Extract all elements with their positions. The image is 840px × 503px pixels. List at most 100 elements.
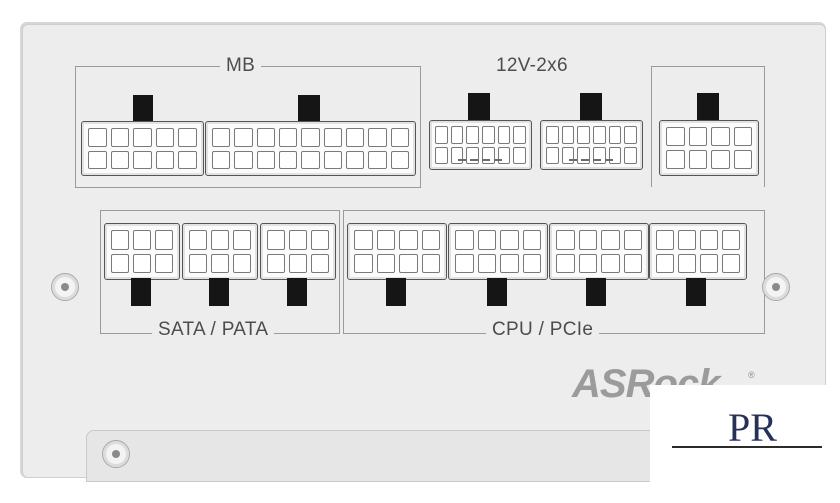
aux-8pin-connector[interactable] bbox=[659, 120, 759, 176]
sata-connector-2-latch bbox=[209, 278, 229, 306]
connector-pin bbox=[601, 230, 620, 250]
cpu-pcie-connector-4-latch bbox=[686, 278, 706, 306]
connector-pin bbox=[88, 128, 107, 147]
cpu-pcie-connector-4[interactable] bbox=[649, 223, 747, 280]
connector-pin bbox=[234, 128, 253, 147]
connector-pin bbox=[688, 150, 707, 169]
connector-pin bbox=[733, 150, 752, 169]
connector-pin bbox=[656, 253, 674, 273]
gpu-12v-2x6-connector-2[interactable] bbox=[540, 120, 643, 170]
connector-pin bbox=[722, 253, 740, 273]
connector-pin bbox=[368, 150, 387, 169]
sense-pin-mark bbox=[581, 159, 589, 161]
watermark-underline bbox=[672, 446, 822, 448]
connector-pin bbox=[233, 253, 251, 273]
connector-pin bbox=[546, 126, 559, 144]
connector-pin bbox=[513, 146, 526, 164]
connector-pin bbox=[421, 230, 440, 250]
cpu-pcie-connector-2-latch bbox=[487, 278, 507, 306]
cpu-pcie-connector-1[interactable] bbox=[347, 223, 447, 280]
connector-pin bbox=[623, 230, 642, 250]
connector-pin bbox=[556, 253, 575, 273]
sata-connector-3[interactable] bbox=[260, 223, 336, 280]
connector-pin bbox=[593, 146, 606, 164]
sata-connector-2[interactable] bbox=[182, 223, 258, 280]
connector-pin bbox=[279, 150, 298, 169]
mb-18pin-connector[interactable] bbox=[205, 121, 416, 176]
connector-pin bbox=[267, 253, 285, 273]
connector-pin bbox=[561, 146, 575, 164]
mb-10pin-connector[interactable] bbox=[81, 121, 204, 176]
sense-pin-mark bbox=[470, 159, 478, 161]
sense-pin-mark bbox=[494, 159, 502, 161]
connector-pin bbox=[189, 253, 207, 273]
connector-pin bbox=[133, 150, 152, 169]
connector-pin bbox=[155, 253, 173, 273]
connector-pin bbox=[155, 230, 173, 250]
sense-pin-mark bbox=[482, 159, 490, 161]
connector-pin bbox=[211, 253, 229, 273]
connector-pin bbox=[323, 150, 342, 169]
connector-pin bbox=[110, 128, 130, 147]
connector-pin bbox=[466, 146, 479, 164]
connector-pin bbox=[522, 253, 541, 273]
watermark-logo: PR bbox=[728, 405, 777, 450]
watermark-overlay bbox=[650, 385, 840, 503]
connector-pin bbox=[522, 230, 541, 250]
sata-pata-label: SATA / PATA bbox=[152, 319, 275, 341]
connector-pin bbox=[267, 230, 285, 250]
connector-pin bbox=[399, 253, 418, 273]
connector-pin bbox=[500, 230, 519, 250]
connector-pin bbox=[722, 230, 740, 250]
connector-pin bbox=[311, 253, 329, 273]
connector-pin bbox=[256, 128, 275, 147]
connector-pin bbox=[500, 253, 519, 273]
sense-pin-mark bbox=[569, 159, 577, 161]
connector-pin bbox=[593, 126, 606, 144]
connector-pin bbox=[155, 128, 175, 147]
connector-pin bbox=[711, 150, 730, 169]
connector-pin bbox=[733, 127, 752, 146]
mb-10pin-latch bbox=[133, 95, 153, 122]
connector-pin bbox=[435, 126, 448, 144]
gpu-12v-2x6-label: 12V-2x6 bbox=[490, 55, 574, 77]
connector-pin bbox=[234, 150, 253, 169]
gpu-connector-2-latch bbox=[580, 93, 602, 121]
connector-pin bbox=[376, 230, 395, 250]
connector-pin bbox=[608, 126, 622, 144]
connector-pin bbox=[624, 126, 637, 144]
connector-pin bbox=[556, 230, 575, 250]
connector-pin bbox=[561, 126, 575, 144]
connector-pin bbox=[577, 126, 590, 144]
connector-pin bbox=[354, 253, 373, 273]
registered-mark: ® bbox=[748, 370, 755, 380]
connector-pin bbox=[455, 253, 474, 273]
cpu-pcie-connector-2[interactable] bbox=[448, 223, 548, 280]
connector-pin bbox=[346, 150, 365, 169]
connector-pin bbox=[450, 126, 464, 144]
cpu-pcie-label: CPU / PCIe bbox=[486, 319, 600, 341]
connector-pin bbox=[656, 230, 674, 250]
connector-pin bbox=[482, 126, 495, 144]
connector-pin bbox=[678, 230, 696, 250]
connector-pin bbox=[301, 150, 320, 169]
connector-pin bbox=[256, 150, 275, 169]
connector-pin bbox=[546, 146, 559, 164]
aux-connector-latch bbox=[697, 93, 719, 121]
connector-pin bbox=[133, 128, 152, 147]
connector-pin bbox=[399, 230, 418, 250]
cpu-pcie-connector-3-latch bbox=[586, 278, 606, 306]
sense-pin-mark bbox=[593, 159, 601, 161]
gpu-12v-2x6-connector-1[interactable] bbox=[429, 120, 532, 170]
connector-pin bbox=[323, 128, 342, 147]
sata-connector-1[interactable] bbox=[104, 223, 180, 280]
connector-pin bbox=[666, 150, 685, 169]
connector-pin bbox=[178, 150, 197, 169]
connector-pin bbox=[700, 230, 718, 250]
connector-pin bbox=[110, 150, 130, 169]
cpu-pcie-connector-3[interactable] bbox=[549, 223, 649, 280]
connector-pin bbox=[133, 230, 151, 250]
cpu-pcie-connector-1-latch bbox=[386, 278, 406, 306]
connector-pin bbox=[289, 230, 307, 250]
sense-pin-mark bbox=[605, 159, 613, 161]
